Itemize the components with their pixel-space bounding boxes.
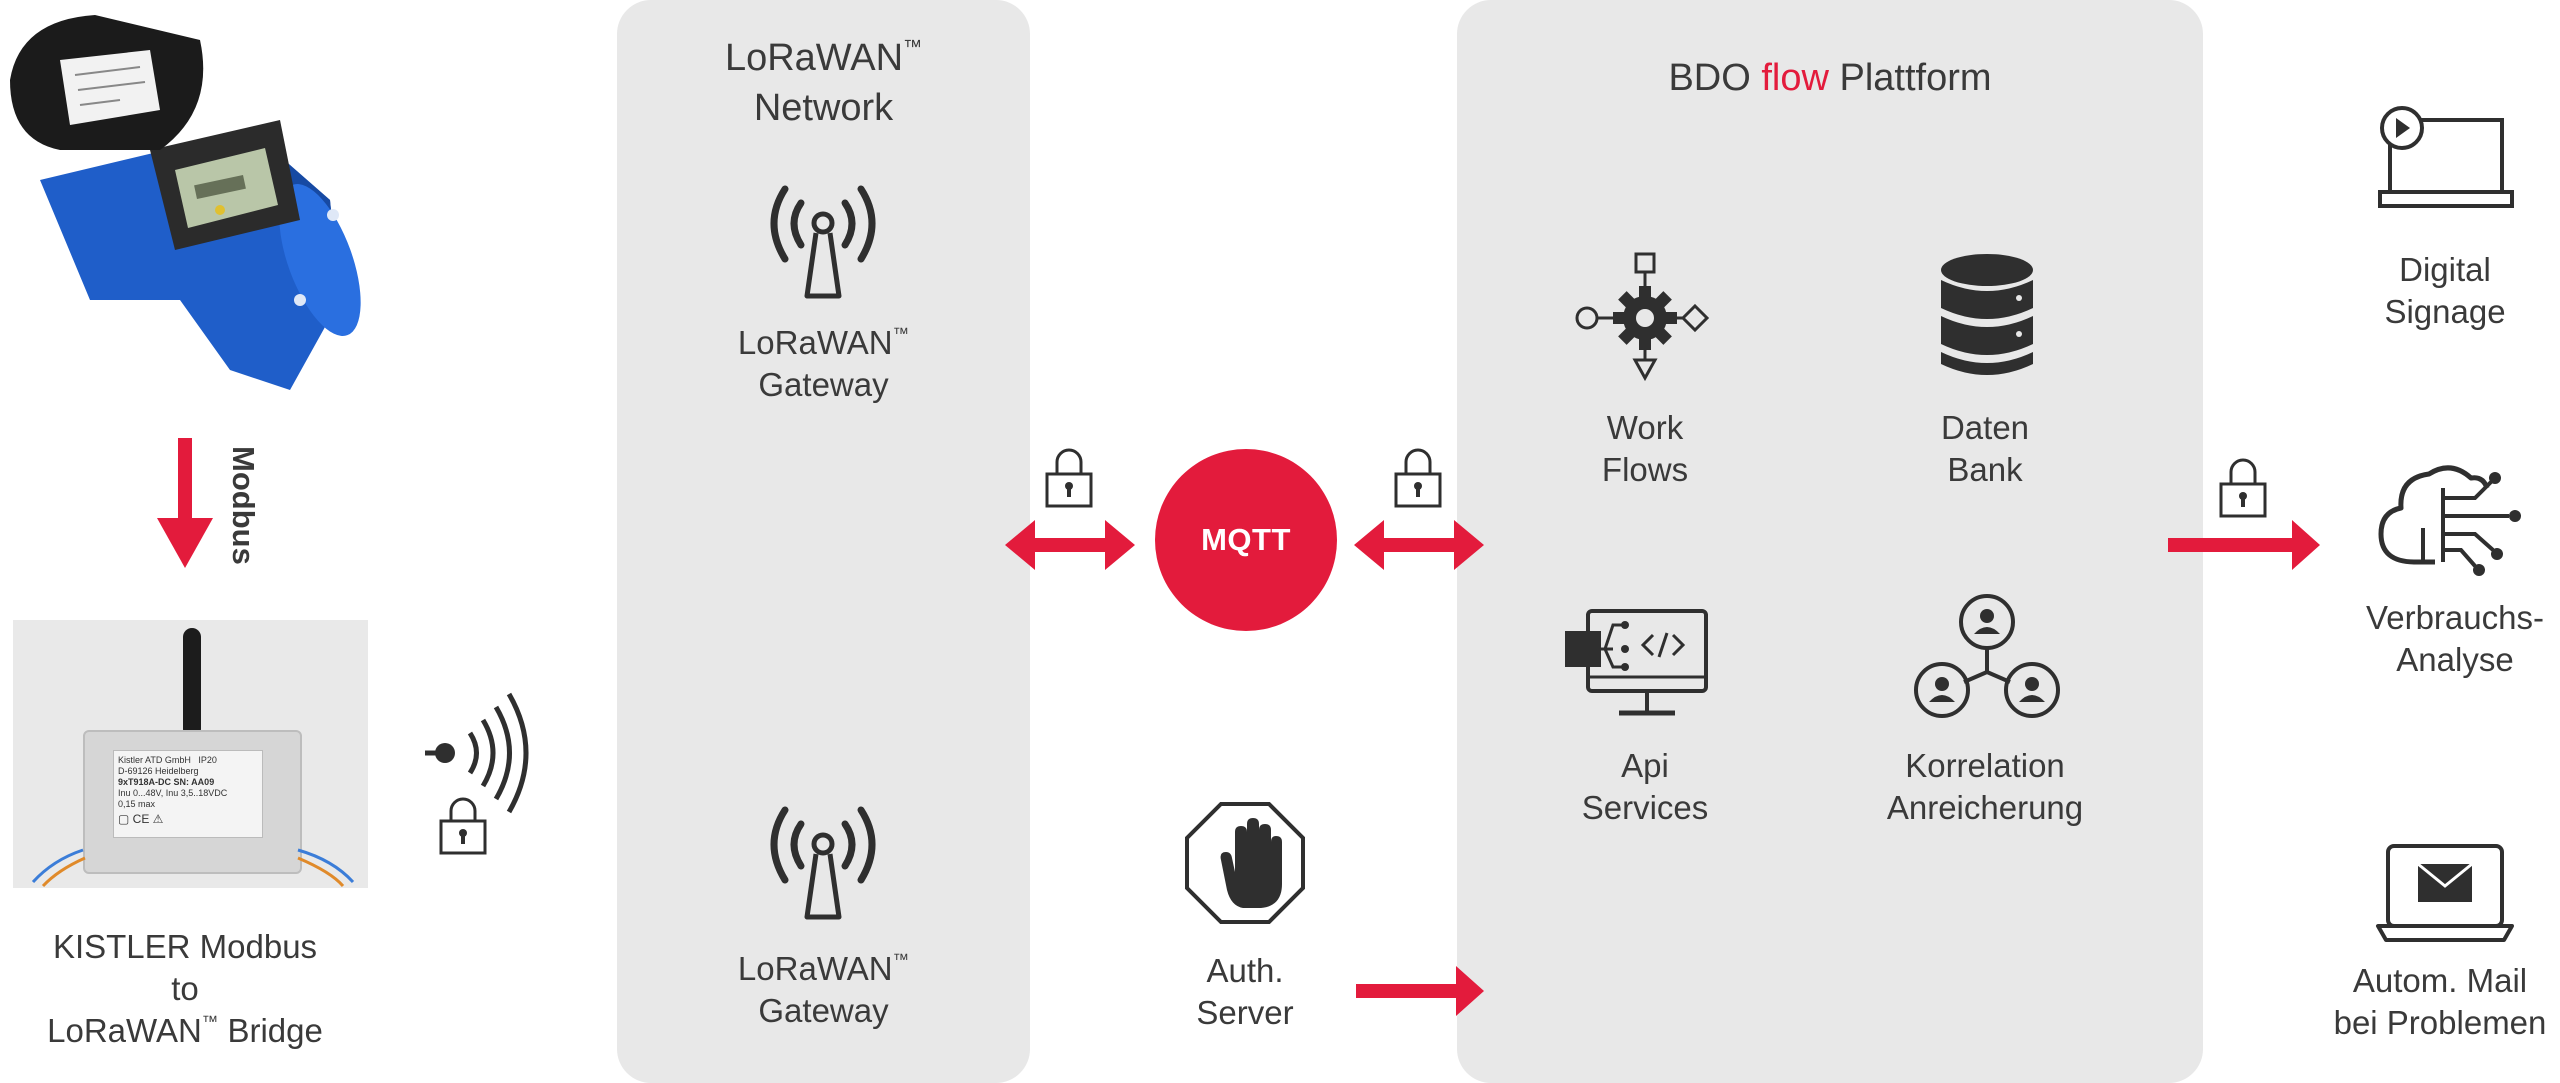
water-meter-photo	[0, 0, 370, 400]
bridge-device-photo: Kistler ATD GmbH IP20 D-69126 Heidelberg…	[13, 620, 368, 888]
gateway-top-label-line2: Gateway	[758, 366, 889, 403]
gateway-bottom-label-line2: Gateway	[758, 992, 889, 1029]
gateway-bottom-label-line1: LoRaWAN	[737, 950, 893, 987]
correlation-label-line1: Korrelation	[1905, 747, 2065, 784]
gateway-top-icon	[770, 185, 876, 299]
output-arrow	[2168, 520, 2320, 570]
gateway-bottom-icon	[770, 806, 876, 920]
api-services-label-line1: Api	[1621, 747, 1669, 784]
bdo-flow-platform-panel	[1457, 0, 2203, 1083]
device-model-text: 9xT918A-DC SN: AA09	[118, 777, 215, 787]
device-rating-text: IP20	[198, 755, 217, 765]
gateway-bottom-label: LoRaWAN™ Gateway	[617, 948, 1030, 1032]
cloud-circuit-icon	[2378, 465, 2521, 576]
gateway-top-label-line1: LoRaWAN	[737, 324, 893, 361]
digital-signage-label-line2: Signage	[2384, 293, 2506, 330]
lock-icon	[2219, 458, 2267, 518]
workflows-label-line2: Flows	[1601, 451, 1689, 488]
device-maker-text: Kistler ATD GmbH	[118, 755, 191, 765]
mail-laptop-icon	[2376, 844, 2514, 942]
correlation-label-line2: Anreicherung	[1886, 789, 2084, 826]
consumption-analysis-label-line2: Analyse	[2396, 641, 2514, 678]
consumption-analysis-label-line1: Verbrauchs-	[2366, 599, 2544, 636]
trademark-symbol: ™	[201, 1013, 219, 1032]
database-label: Daten Bank	[1885, 407, 2085, 491]
lock-icon	[1045, 448, 1093, 508]
modbus-arrow	[157, 438, 213, 568]
mqtt-label: MQTT	[1201, 522, 1291, 557]
bidirectional-arrow-right	[1354, 520, 1484, 570]
workflows-label-line1: Work	[1606, 409, 1684, 446]
auth-arrow	[1356, 966, 1484, 1016]
platform-title-post: Plattform	[1828, 57, 1992, 99]
correlation-label: Korrelation Anreicherung	[1860, 745, 2110, 829]
correlation-network-icon	[1914, 594, 2060, 718]
auto-mail-label: Autom. Mail bei Problemen	[2320, 960, 2560, 1044]
bridge-label-line1: KISTLER Modbus	[52, 928, 318, 965]
trademark-symbol: ™	[892, 325, 910, 344]
radio-signal-icon	[425, 692, 529, 814]
lorawan-network-title-line2: Network	[753, 87, 894, 129]
bridge-label-line3: LoRaWAN	[47, 1012, 202, 1049]
database-icon	[1941, 254, 2033, 375]
trademark-symbol: ™	[903, 36, 923, 58]
platform-title-accent: flow	[1761, 57, 1829, 99]
lorawan-network-title: LoRaWAN™ Network	[617, 33, 1030, 133]
auto-mail-label-line1: Autom. Mail	[2352, 962, 2528, 999]
trademark-symbol: ™	[892, 951, 910, 970]
workflow-gear-icon	[1575, 252, 1710, 382]
api-monitor-icon	[1565, 609, 1708, 716]
mqtt-broker: MQTT	[1155, 449, 1337, 631]
bridge-label-line2: to	[171, 970, 199, 1007]
api-services-label: Api Services	[1545, 745, 1745, 829]
stop-hand-icon	[1185, 802, 1305, 924]
lock-icon	[1394, 448, 1442, 508]
auth-server-label-line1: Auth.	[1206, 952, 1284, 989]
lorawan-network-title-line1: LoRaWAN	[724, 37, 904, 79]
api-services-label-line2: Services	[1581, 789, 1709, 826]
database-label-line1: Daten	[1940, 409, 2030, 446]
database-label-line2: Bank	[1947, 451, 2023, 488]
modbus-label: Modbus	[226, 446, 261, 565]
device-current-text: 0,15 max	[118, 799, 156, 809]
platform-title: BDO flow Plattform	[1457, 53, 2203, 103]
consumption-analysis-label: Verbrauchs- Analyse	[2345, 597, 2560, 681]
bridge-label-line3-suffix: Bridge	[218, 1012, 323, 1049]
bidirectional-arrow-left	[1005, 520, 1135, 570]
gateway-top-label: LoRaWAN™ Gateway	[617, 322, 1030, 406]
digital-signage-label: Digital Signage	[2345, 249, 2545, 333]
device-address-text: D-69126 Heidelberg	[118, 766, 199, 776]
platform-title-pre: BDO	[1668, 57, 1762, 99]
digital-signage-label-line1: Digital	[2399, 251, 2491, 288]
device-voltage-text: Inu 0...48V, Inu 3,5..18VDC	[118, 788, 228, 798]
auth-server-label-line2: Server	[1196, 994, 1294, 1031]
auto-mail-label-line2: bei Problemen	[2333, 1004, 2547, 1041]
digital-signage-icon	[2378, 106, 2514, 208]
bridge-label: KISTLER Modbus to LoRaWAN™ Bridge	[0, 926, 370, 1052]
lock-icon	[439, 797, 487, 855]
lorawan-network-panel	[617, 0, 1030, 1083]
auth-server-label: Auth. Server	[1145, 950, 1345, 1034]
workflows-label: Work Flows	[1545, 407, 1745, 491]
